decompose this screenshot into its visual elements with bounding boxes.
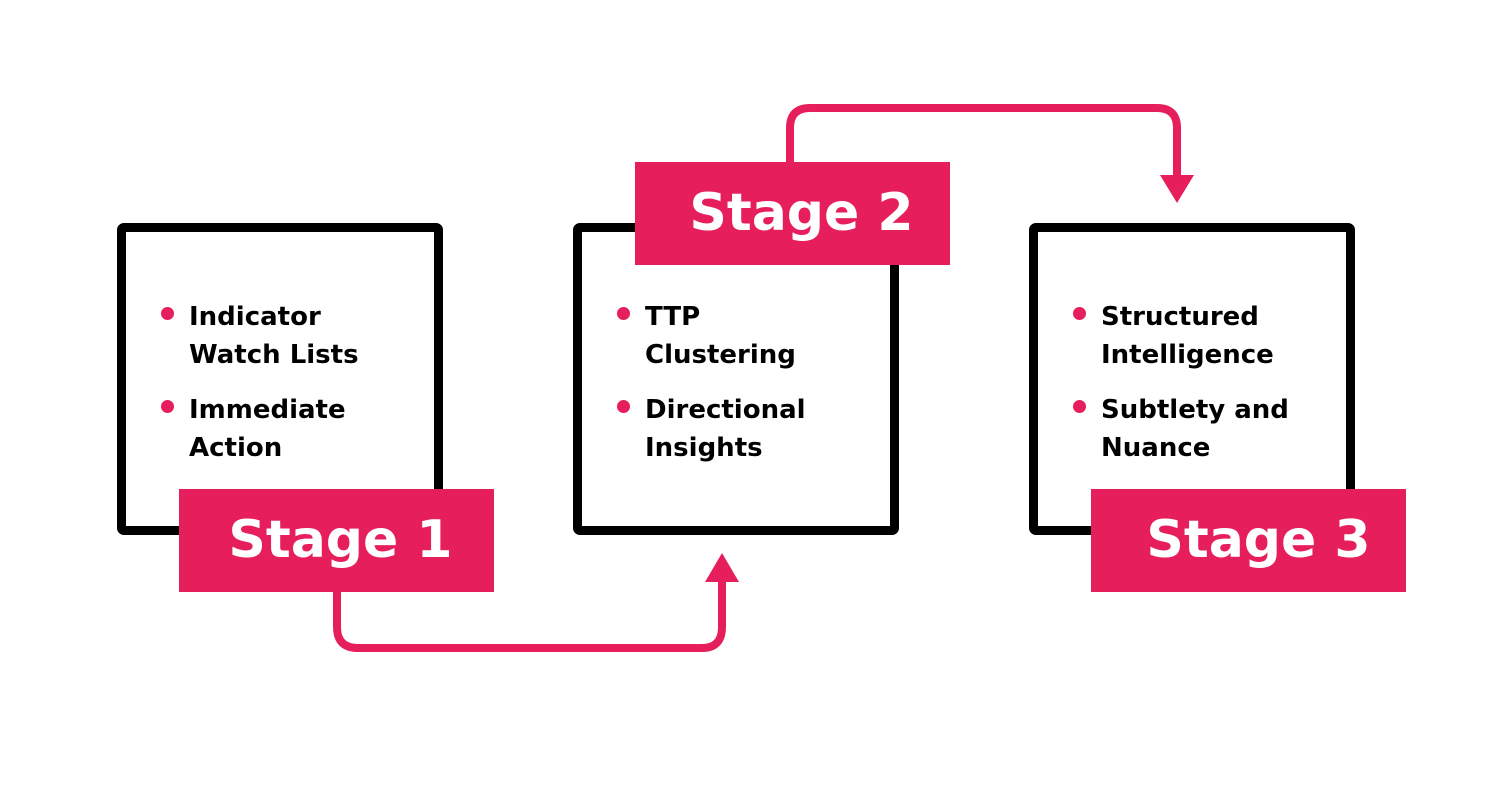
bullet-dot-icon: [617, 307, 630, 320]
arrow-stage2-to-stage3: [786, 104, 1181, 178]
arrow-head-down: [1160, 175, 1194, 203]
arrow-head-up: [705, 553, 739, 582]
list-item-text: Immediate Action: [189, 395, 346, 463]
bullet-dot-icon: [161, 307, 174, 320]
stage-2-box: TTP Clustering Directional Insights: [573, 223, 899, 535]
list-item: Structured Intelligence: [1073, 298, 1351, 374]
stage-2-label: Stage 2: [635, 162, 950, 265]
list-item: TTP Clustering: [617, 298, 895, 374]
stage-1-label: Stage 1: [179, 489, 494, 592]
list-item: Immediate Action: [161, 391, 439, 467]
stage-3-label: Stage 3: [1091, 489, 1406, 592]
bullet-dot-icon: [161, 400, 174, 413]
list-item-text: Structured Intelligence: [1101, 302, 1274, 370]
bullet-dot-icon: [1073, 400, 1086, 413]
list-item: Subtlety and Nuance: [1073, 391, 1351, 467]
bullet-dot-icon: [617, 400, 630, 413]
list-item: Directional Insights: [617, 391, 895, 467]
arrow-stage1-to-stage2: [333, 578, 726, 652]
list-item: Indicator Watch Lists: [161, 298, 439, 374]
stage-1-box: Indicator Watch Lists Immediate Action: [117, 223, 443, 535]
stage-3-list: Structured Intelligence Subtlety and Nua…: [1073, 298, 1351, 484]
list-item-text: Subtlety and Nuance: [1101, 395, 1289, 463]
stage-1-list: Indicator Watch Lists Immediate Action: [161, 298, 439, 484]
stage-2-list: TTP Clustering Directional Insights: [617, 298, 895, 484]
list-item-text: TTP Clustering: [645, 302, 796, 370]
list-item-text: Indicator Watch Lists: [189, 302, 359, 370]
stage-3-box: Structured Intelligence Subtlety and Nua…: [1029, 223, 1355, 535]
list-item-text: Directional Insights: [645, 395, 806, 463]
bullet-dot-icon: [1073, 307, 1086, 320]
